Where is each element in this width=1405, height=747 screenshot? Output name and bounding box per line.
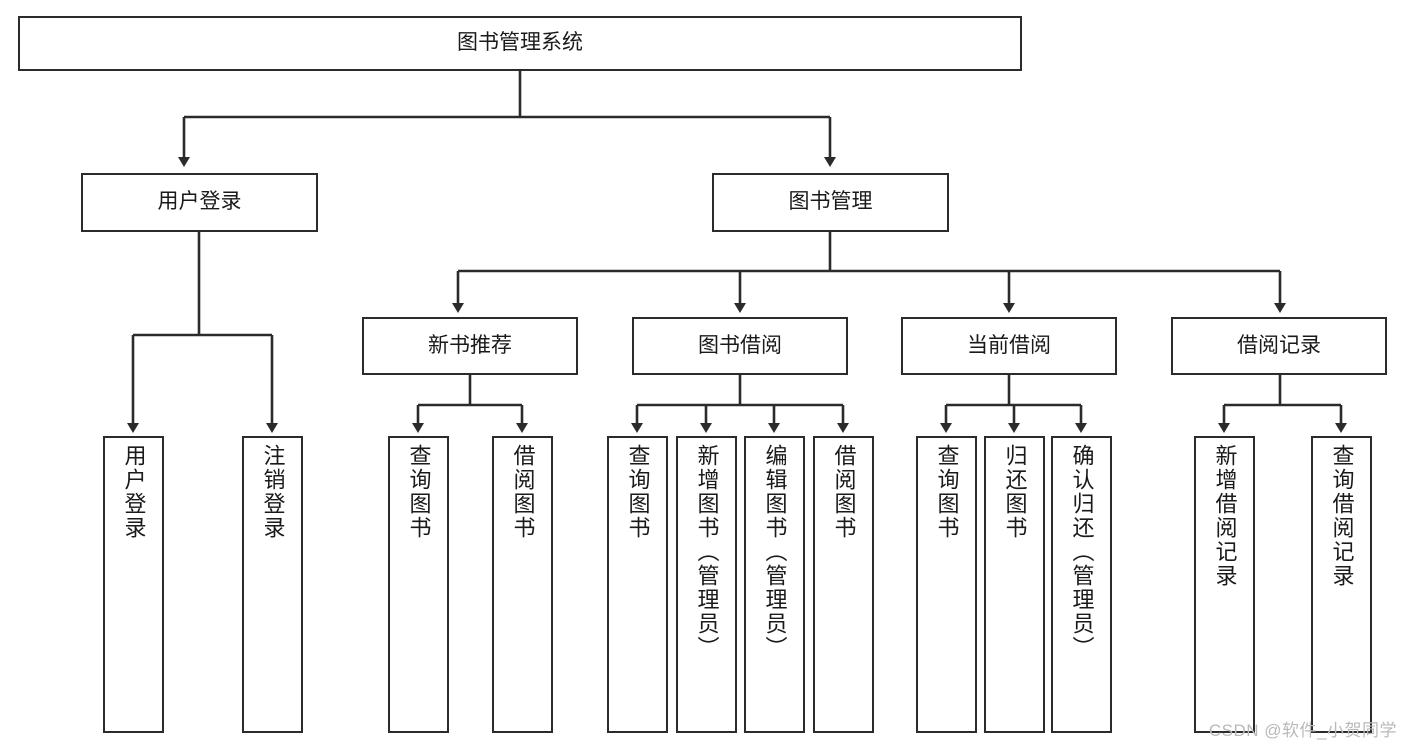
leaf-book-borrow-edit-book-admin[interactable]: 编辑图书（管理员）	[744, 436, 805, 733]
node-label: 新书推荐	[428, 333, 512, 357]
node-book-management[interactable]: 图书管理	[712, 173, 949, 232]
node-current-borrow[interactable]: 当前借阅	[901, 317, 1117, 375]
leaf-current-borrow-return-book[interactable]: 归还图书	[984, 436, 1045, 733]
node-label: 归还图书	[1002, 444, 1028, 540]
node-borrow-record[interactable]: 借阅记录	[1171, 317, 1387, 375]
leaf-borrow-record-add-record[interactable]: 新增借阅记录	[1194, 436, 1255, 733]
node-label: 借阅图书	[510, 444, 536, 540]
leaf-new-book-borrow-book[interactable]: 借阅图书	[492, 436, 553, 733]
node-label: 新增图书（管理员）	[694, 444, 720, 660]
leaf-new-book-query-book[interactable]: 查询图书	[388, 436, 449, 733]
node-label: 借阅记录	[1237, 333, 1321, 357]
leaf-book-borrow-borrow-book[interactable]: 借阅图书	[813, 436, 874, 733]
node-label: 图书借阅	[698, 333, 782, 357]
node-label: 查询借阅记录	[1329, 444, 1355, 588]
node-label: 注销登录	[260, 444, 286, 540]
node-label: 借阅图书	[831, 444, 857, 540]
leaf-user-login-login[interactable]: 用户登录	[103, 436, 164, 733]
leaf-current-borrow-confirm-return-admin[interactable]: 确认归还（管理员）	[1051, 436, 1112, 733]
node-label: 查询图书	[406, 444, 432, 540]
node-root-book-management-system[interactable]: 图书管理系统	[18, 16, 1022, 71]
node-label: 图书管理	[788, 190, 873, 214]
leaf-current-borrow-query-book[interactable]: 查询图书	[916, 436, 977, 733]
leaf-borrow-record-query-record[interactable]: 查询借阅记录	[1311, 436, 1372, 733]
node-label: 当前借阅	[967, 333, 1051, 357]
node-book-borrow[interactable]: 图书借阅	[632, 317, 848, 375]
node-label: 用户登录	[157, 190, 242, 214]
node-label: 编辑图书（管理员）	[762, 444, 788, 660]
node-label: 用户登录	[121, 444, 147, 540]
leaf-book-borrow-query-book[interactable]: 查询图书	[607, 436, 668, 733]
node-label: 新增借阅记录	[1212, 444, 1238, 588]
node-label: 确认归还（管理员）	[1069, 444, 1095, 660]
node-label: 查询图书	[934, 444, 960, 540]
node-new-book-recommend[interactable]: 新书推荐	[362, 317, 578, 375]
leaf-user-login-logout[interactable]: 注销登录	[242, 436, 303, 733]
node-user-login[interactable]: 用户登录	[81, 173, 318, 232]
node-label: 查询图书	[625, 444, 651, 540]
node-label: 图书管理系统	[457, 31, 583, 55]
leaf-book-borrow-add-book-admin[interactable]: 新增图书（管理员）	[676, 436, 737, 733]
